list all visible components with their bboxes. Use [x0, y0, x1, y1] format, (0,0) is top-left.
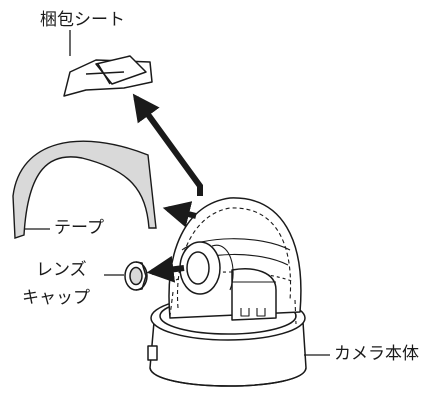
arrow-to-packing-sheet: [132, 93, 203, 196]
lens-cap-label-line2: キャップ: [22, 288, 90, 308]
arrow-to-lens-cap: [146, 255, 185, 283]
camera-body-label: カメラ本体: [334, 344, 419, 364]
camera-body-shape: [147, 197, 307, 387]
removal-arrows: [132, 93, 203, 283]
tape-strip: [12, 140, 157, 239]
packing-sheet-label: 梱包シート: [40, 10, 125, 30]
lens-cap-label-line1: レンズ: [36, 260, 87, 280]
lens-cap-shape: [124, 261, 148, 291]
tape-label: テープ: [54, 218, 104, 238]
packing-sheet-shape: [63, 55, 153, 97]
arrow-to-tape: [162, 201, 197, 228]
